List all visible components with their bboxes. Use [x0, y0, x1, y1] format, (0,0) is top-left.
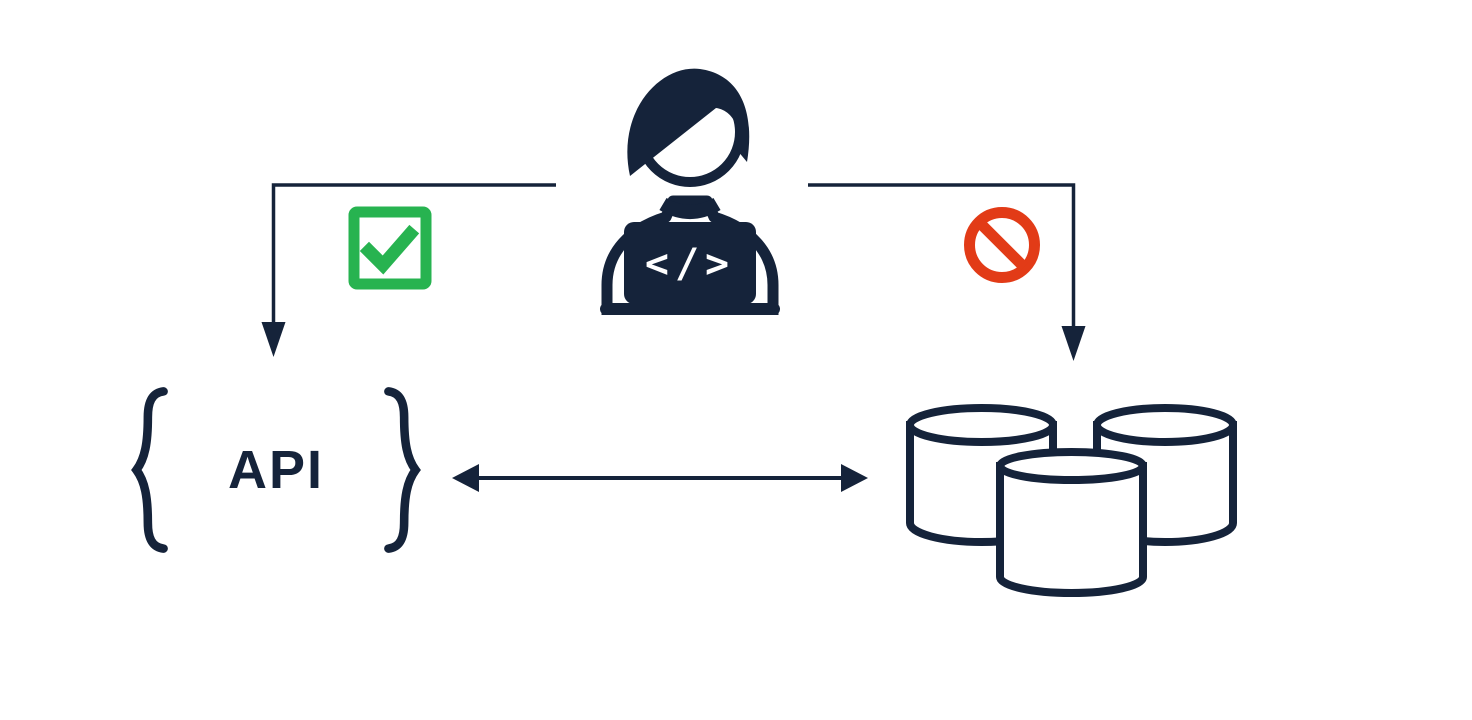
database-icon [906, 404, 1237, 597]
api-label: API [227, 440, 325, 500]
no-entry-icon [964, 207, 1040, 283]
left-brace [131, 387, 168, 553]
developer-collar [659, 197, 721, 219]
developer-hair [627, 68, 750, 176]
down-arrowhead [1061, 326, 1086, 361]
left-arrowhead [452, 464, 479, 492]
right-brace [384, 387, 421, 553]
arrow-api-database [452, 464, 868, 492]
api-block: API [130, 350, 422, 590]
developer-at-laptop-icon: </> [600, 68, 780, 315]
database-cylinder-front [996, 448, 1147, 597]
down-arrowhead [261, 322, 286, 357]
checkbox-checked-icon [348, 206, 432, 290]
checkmark [359, 224, 420, 275]
arrow-developer-to-database [808, 183, 1086, 361]
no-entry-slash [976, 219, 1028, 271]
laptop-base [600, 303, 780, 315]
arrow-developer-to-api [261, 183, 556, 357]
right-arrowhead [841, 464, 868, 492]
laptop-code-label: </> [645, 241, 735, 287]
laptop-screen [624, 222, 756, 304]
